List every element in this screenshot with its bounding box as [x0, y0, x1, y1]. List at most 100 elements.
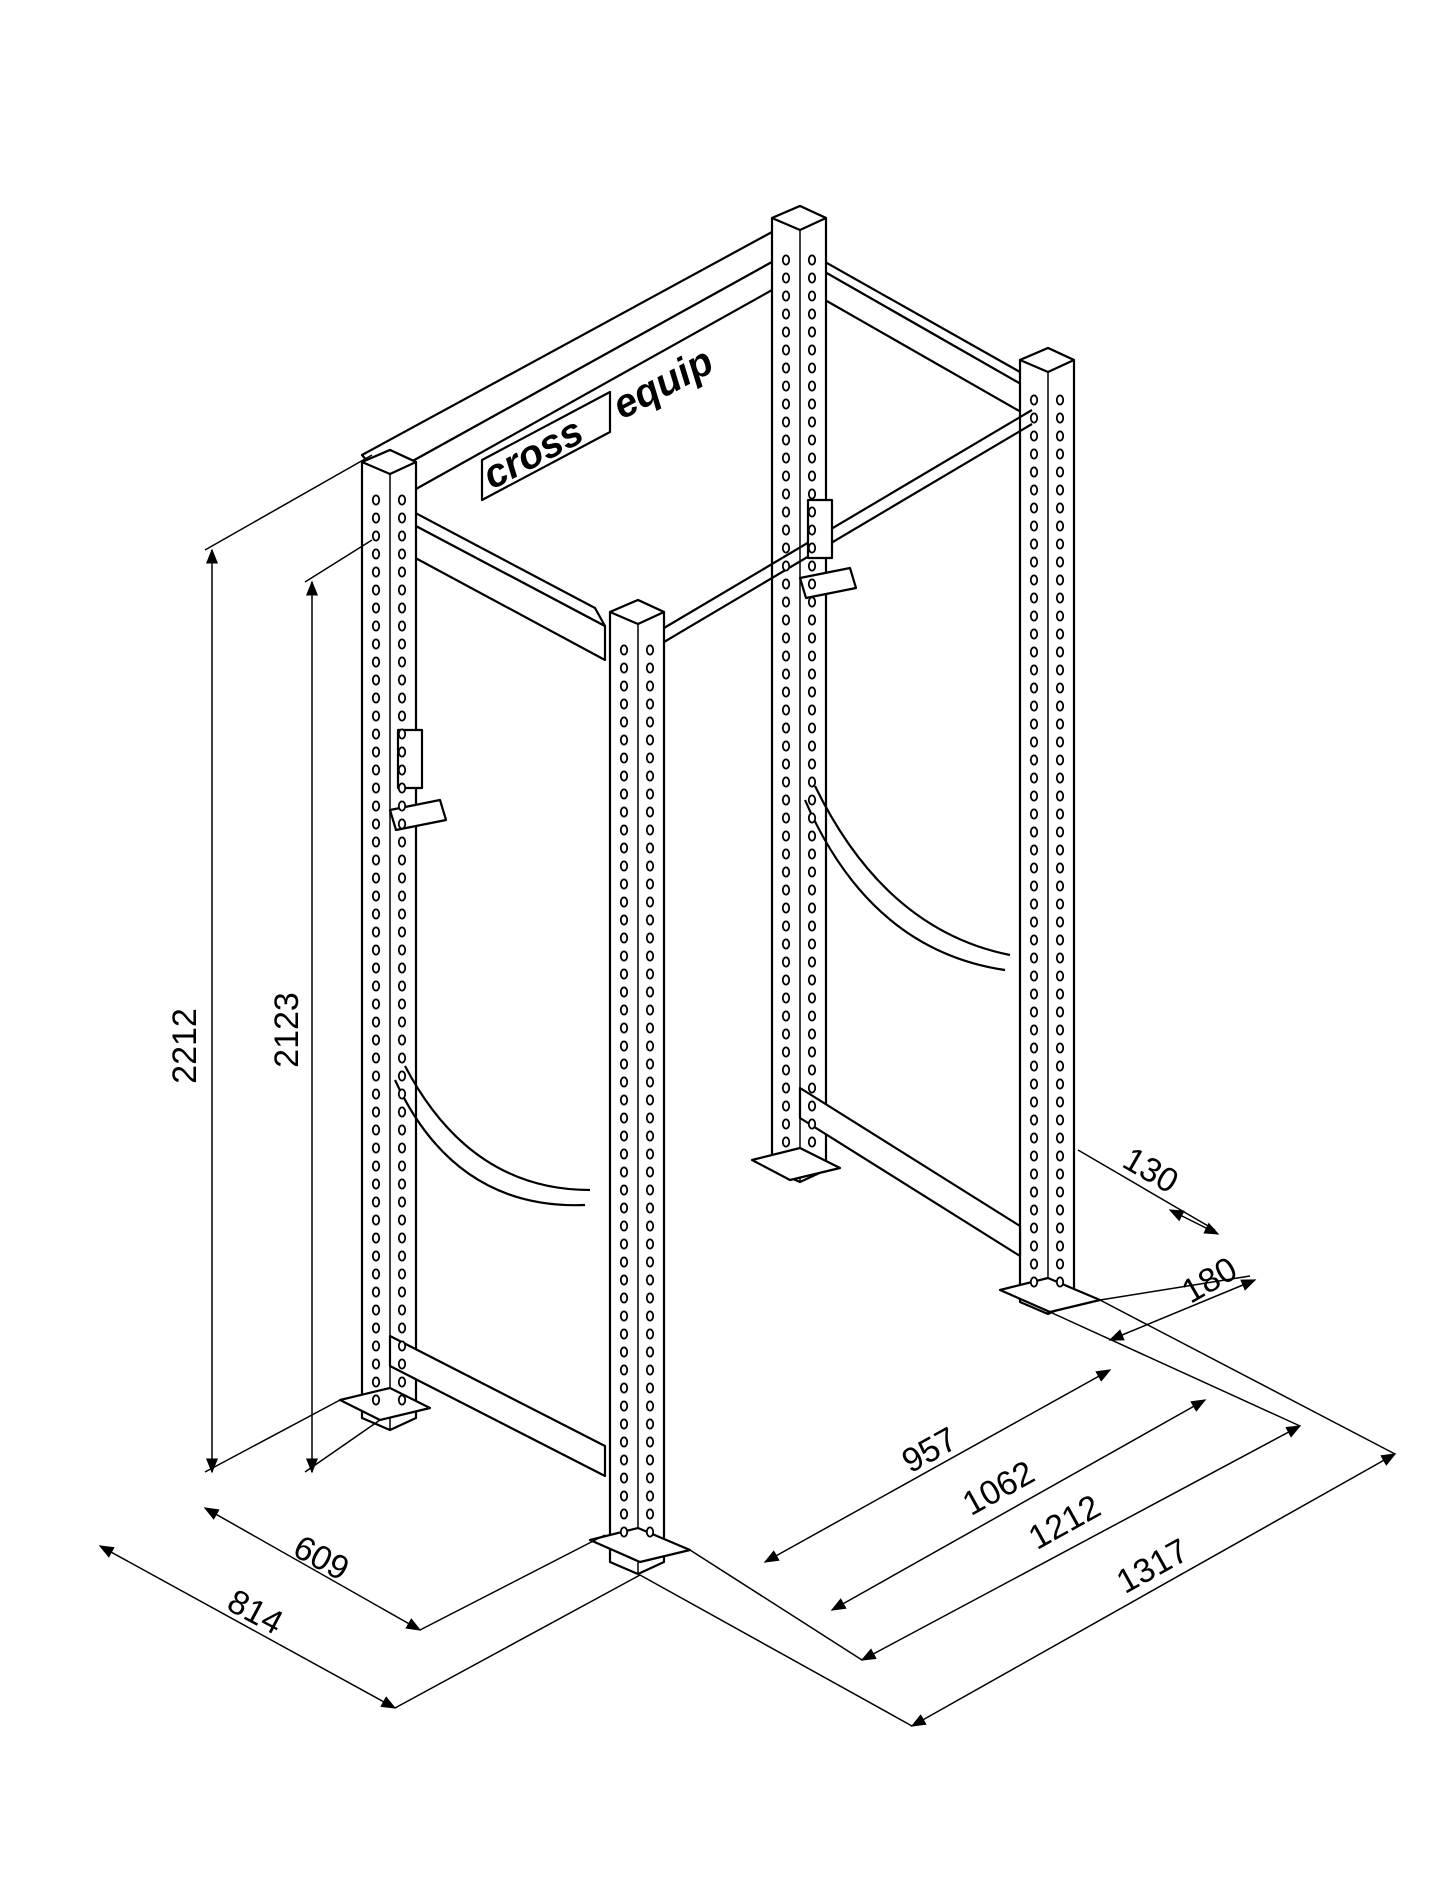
upright-hole: [807, 938, 817, 950]
upright-hole: [1055, 880, 1065, 892]
upright-hole: [371, 1142, 381, 1154]
upright-hole: [371, 854, 381, 866]
upright-hole: [1029, 628, 1039, 640]
upright-hole: [397, 584, 407, 596]
upright-hole: [781, 1046, 791, 1058]
upright-hole: [1029, 754, 1039, 766]
upright-hole: [645, 914, 655, 926]
upright-hole: [781, 650, 791, 662]
upright-back-left: [770, 204, 828, 1184]
upright-hole: [397, 890, 407, 902]
upright-hole: [619, 1346, 629, 1358]
upright-hole: [397, 1106, 407, 1118]
upright-hole: [781, 596, 791, 608]
upright-hole: [781, 326, 791, 338]
upright-hole: [781, 416, 791, 428]
upright-hole: [1029, 952, 1039, 964]
upright-hole: [1029, 880, 1039, 892]
upright-hole: [1055, 394, 1065, 406]
upright-hole: [371, 1070, 381, 1082]
upright-hole: [371, 1124, 381, 1136]
upright-hole: [619, 1274, 629, 1286]
upright-hole: [807, 866, 817, 878]
upright-hole: [397, 548, 407, 560]
foot-plates: [338, 1146, 1102, 1564]
upright-hole: [619, 1238, 629, 1250]
upright-hole: [645, 842, 655, 854]
upright-hole: [397, 1160, 407, 1172]
upright-hole: [619, 1076, 629, 1088]
upright-hole: [645, 860, 655, 872]
upright-hole: [781, 1118, 791, 1130]
upright-hole: [807, 380, 817, 392]
upright-hole: [1029, 700, 1039, 712]
upright-hole: [1055, 1060, 1065, 1072]
upright-hole: [371, 746, 381, 758]
upright-hole: [781, 398, 791, 410]
upright-hole: [619, 716, 629, 728]
upright-hole: [1029, 448, 1039, 460]
upright-hole: [645, 1292, 655, 1304]
upright-hole: [1055, 1276, 1065, 1288]
upright-hole: [1029, 1006, 1039, 1018]
upright-hole: [371, 872, 381, 884]
upright-hole: [1055, 1114, 1065, 1126]
dim-label-609: 609: [287, 1528, 355, 1588]
upright-hole: [781, 920, 791, 932]
upright-hole: [371, 1214, 381, 1226]
upright-hole: [807, 740, 817, 752]
dim-label-957: 957: [896, 1420, 964, 1481]
upright-hole: [1029, 574, 1039, 586]
upright-hole: [397, 1304, 407, 1316]
upright-hole: [645, 968, 655, 980]
upright-hole: [1029, 970, 1039, 982]
upright-hole: [371, 584, 381, 596]
upright-hole: [1029, 502, 1039, 514]
upright-hole: [619, 770, 629, 782]
upright-hole: [1029, 718, 1039, 730]
upright-hole: [807, 614, 817, 626]
upright-hole: [1055, 1168, 1065, 1180]
upright-hole: [619, 1094, 629, 1106]
upright-hole: [807, 1136, 817, 1148]
upright-hole: [807, 326, 817, 338]
upright-hole: [619, 1382, 629, 1394]
upright-hole: [619, 1148, 629, 1160]
upright-hole: [619, 1418, 629, 1430]
upright-hole: [1029, 520, 1039, 532]
upright-hole: [1055, 502, 1065, 514]
upright-hole: [1029, 736, 1039, 748]
dim-label-1212: 1212: [1022, 1487, 1107, 1557]
upright-hole: [645, 752, 655, 764]
upright-hole: [1055, 1096, 1065, 1108]
upright-hole: [781, 758, 791, 770]
upright-hole: [619, 950, 629, 962]
upright-hole: [781, 488, 791, 500]
bottom-beam-left: [388, 1334, 607, 1478]
upright-hole: [397, 818, 407, 830]
upright-hole: [397, 1034, 407, 1046]
upright-hole: [1029, 610, 1039, 622]
upright-hole: [371, 980, 381, 992]
upright-hole: [1055, 754, 1065, 766]
upright-hole: [1055, 628, 1065, 640]
upright-hole: [807, 470, 817, 482]
upright-hole: [1055, 916, 1065, 928]
upright-hole: [1029, 1078, 1039, 1090]
upright-hole: [645, 1436, 655, 1448]
upright-hole: [397, 1088, 407, 1100]
upright-hole: [645, 1094, 655, 1106]
upright-hole: [397, 1196, 407, 1208]
upright-hole: [397, 656, 407, 668]
upright-hole: [371, 1178, 381, 1190]
upright-hole: [645, 1184, 655, 1196]
upright-hole: [371, 1088, 381, 1100]
upright-hole: [1029, 1042, 1039, 1054]
upright-hole: [1055, 1078, 1065, 1090]
upright-hole: [807, 722, 817, 734]
upright-hole: [645, 896, 655, 908]
upright-hole: [807, 686, 817, 698]
upright-hole: [1029, 1240, 1039, 1252]
upright-hole: [645, 1256, 655, 1268]
upright-hole: [619, 1130, 629, 1142]
